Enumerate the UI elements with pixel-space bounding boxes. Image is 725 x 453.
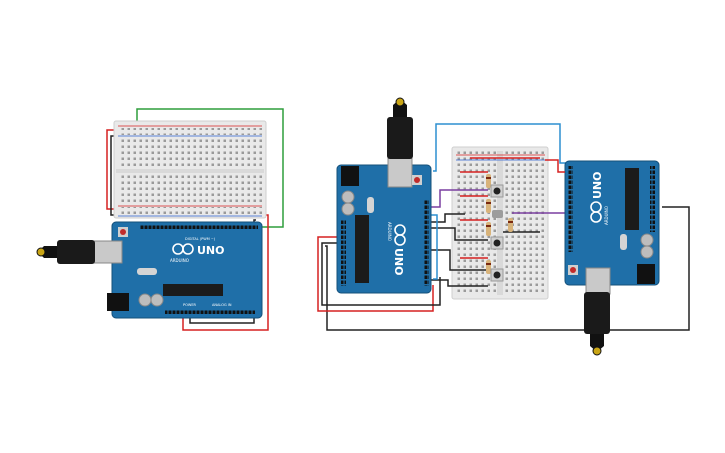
wire-blue-top[interactable] xyxy=(433,123,570,172)
potentiometer[interactable] xyxy=(492,210,503,218)
resistor-1[interactable] xyxy=(486,174,491,188)
brand-label-middle: ARDUINO xyxy=(387,222,392,241)
board-model-left: UNO xyxy=(197,244,225,257)
digital-header-right xyxy=(568,166,573,252)
capacitor-left-2 xyxy=(150,293,164,307)
arduino-uno-left[interactable]: UNO ARDUINO DIGITAL (PWM ~) POWER ANALOG… xyxy=(36,221,263,319)
breadboard-middle[interactable] xyxy=(451,146,549,300)
wire-black-bb-2[interactable] xyxy=(428,249,488,271)
brand-label-left: ARDUINO xyxy=(170,258,189,263)
wire-black-bb-1[interactable] xyxy=(428,227,488,241)
wire-black-bb-3[interactable] xyxy=(428,279,488,287)
microcontroller-chip-left xyxy=(163,284,223,296)
wire-black-bottom-loop[interactable] xyxy=(325,206,690,331)
usb-cable-middle[interactable] xyxy=(387,117,413,159)
resistor-4[interactable] xyxy=(486,260,491,274)
power-jack-left xyxy=(107,293,129,311)
power-header-right xyxy=(650,166,655,232)
arduino-logo-left xyxy=(172,243,194,255)
capacitor-left-1 xyxy=(138,293,152,307)
capacitor-right-1 xyxy=(640,233,654,247)
microcontroller-chip-middle xyxy=(355,215,369,283)
power-header-left xyxy=(165,309,255,314)
power-header-middle xyxy=(341,220,346,286)
power-label-left: POWER xyxy=(183,303,197,307)
resistor-3[interactable] xyxy=(486,222,491,236)
wire-blue-short[interactable] xyxy=(428,214,438,280)
arduino-logo-middle: UNO ARDUINO xyxy=(387,222,406,276)
arduino-uno-right[interactable]: UNO ARDUINO xyxy=(564,160,660,356)
wire-red-left-top[interactable] xyxy=(106,129,117,210)
wire-red-middle-left[interactable] xyxy=(317,236,434,312)
digital-header-middle xyxy=(424,200,429,286)
power-jack-right xyxy=(637,264,655,284)
push-button-3[interactable] xyxy=(490,268,504,282)
push-button-1[interactable] xyxy=(490,184,504,198)
board-model-right: UNO xyxy=(591,172,604,200)
board-model-middle: UNO xyxy=(392,248,405,276)
wire-black-middle-left[interactable] xyxy=(321,242,441,306)
wire-red-right[interactable] xyxy=(545,159,565,173)
analog-label-left: ANALOG IN xyxy=(212,303,232,307)
arduino-logo-right: UNO ARDUINO xyxy=(590,172,609,225)
capacitor-right-2 xyxy=(640,245,654,259)
usb-connector-middle xyxy=(387,156,413,188)
usb-cable-right[interactable] xyxy=(584,292,610,334)
power-jack-middle xyxy=(341,166,359,186)
microcontroller-chip-right xyxy=(625,168,639,230)
wire-black-left-bottom[interactable] xyxy=(189,219,256,324)
resistor-5[interactable] xyxy=(508,218,513,232)
usb-connector-left xyxy=(93,240,123,264)
wire-purple-left[interactable] xyxy=(428,189,488,208)
capacitor-mid-1 xyxy=(341,190,355,204)
brand-label-right: ARDUINO xyxy=(604,206,609,225)
breadboard-left[interactable] xyxy=(113,120,267,219)
digital-header-left xyxy=(140,224,258,229)
arduino-uno-middle[interactable]: UNO ARDUINO xyxy=(336,97,432,294)
capacitor-mid-2 xyxy=(341,202,355,216)
usb-connector-right xyxy=(585,267,611,295)
resistor-2[interactable] xyxy=(486,199,491,213)
push-button-2[interactable] xyxy=(490,236,504,250)
usb-cable-left[interactable] xyxy=(57,240,95,264)
digital-label-left: DIGITAL (PWM ~) xyxy=(185,237,216,241)
usb-plug-tip-right xyxy=(590,334,604,352)
